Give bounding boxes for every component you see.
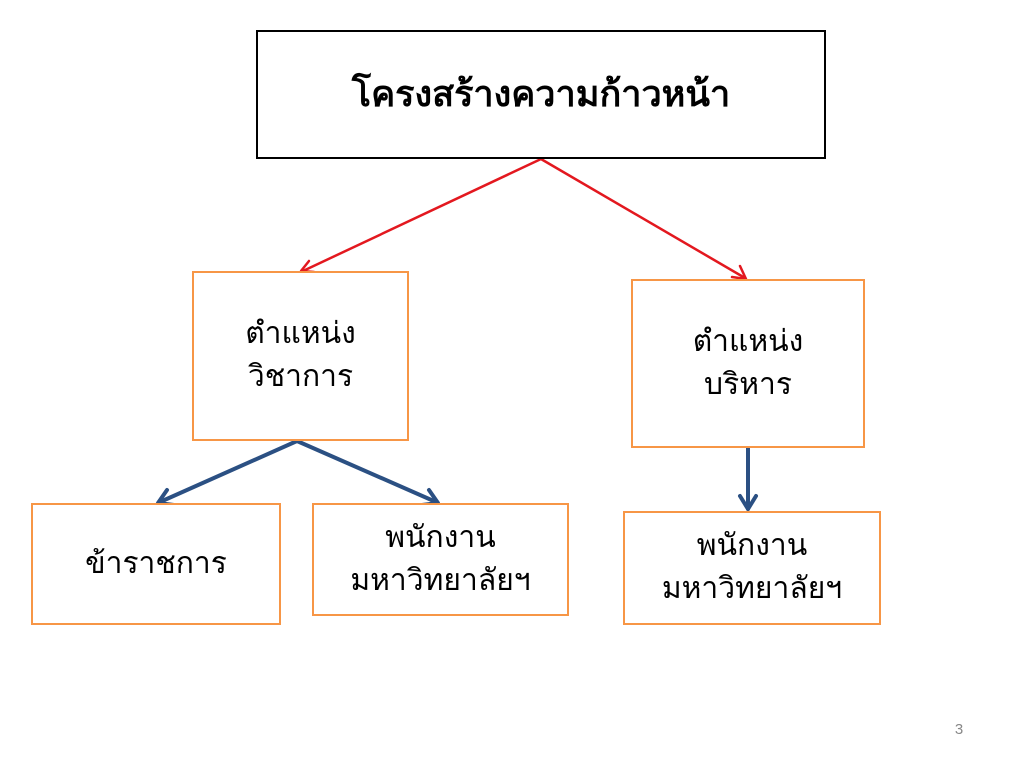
arrow-academic-to-civil-servant bbox=[158, 439, 299, 504]
academic-university-staff-box: พนักงาน มหาวิทยาลัยฯ bbox=[312, 503, 569, 616]
civil-servant-label: ข้าราชการ bbox=[85, 545, 227, 581]
arrow-root-to-academic bbox=[301, 157, 543, 273]
administrative-university-staff-line-2: มหาวิทยาลัยฯ bbox=[661, 571, 843, 606]
arrowhead-university-staff-admin bbox=[738, 494, 758, 511]
administrative-position-box: ตำแหน่ง บริหาร bbox=[631, 279, 865, 448]
page-number: 3 bbox=[954, 721, 964, 738]
academic-position-line-1: ตำแหน่ง bbox=[245, 316, 356, 352]
academic-university-staff-line-1: พนักงาน bbox=[385, 519, 496, 555]
administrative-position-line-1: ตำแหน่ง bbox=[692, 323, 804, 359]
academic-position-box: ตำแหน่ง วิชาการ bbox=[192, 271, 409, 441]
diagram-title: โครงสร้างความก้าวหน้า bbox=[351, 72, 731, 115]
civil-servant-box: ข้าราชการ bbox=[31, 503, 281, 625]
academic-university-staff-line-2: มหาวิทยาลัยฯ bbox=[350, 562, 531, 598]
title-box: โครงสร้างความก้าวหน้า bbox=[256, 30, 826, 159]
administrative-university-staff-line-1: พนักงาน bbox=[696, 528, 808, 564]
arrow-root-to-admin bbox=[539, 157, 747, 280]
arrow-academic-to-university-staff bbox=[295, 439, 438, 504]
academic-position-line-2: วิชาการ bbox=[247, 359, 354, 394]
administrative-university-staff-box: พนักงาน มหาวิทยาลัยฯ bbox=[623, 511, 881, 625]
administrative-position-line-2: บริหาร bbox=[704, 366, 792, 402]
